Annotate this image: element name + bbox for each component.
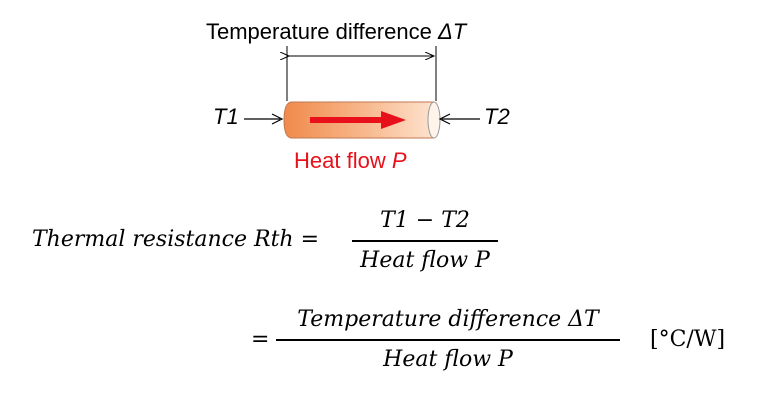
fraction-denominator: Heat flow P (383, 347, 513, 372)
fraction-temperature-difference: Temperature difference ΔT Heat flow P (276, 305, 620, 375)
heat-flow-symbol: P (391, 148, 407, 173)
fraction-temperatures: T1 − T2 Heat flow P (352, 206, 498, 276)
delta-t-symbol: ΔT (437, 19, 467, 44)
fraction-bar (276, 339, 620, 341)
t2-label: T2 (484, 104, 510, 129)
temperature-difference-label: Temperature difference ΔT (206, 19, 466, 45)
heat-flow-arrow-head (381, 111, 406, 129)
rod-end-cap (427, 101, 441, 139)
fraction-bar (352, 240, 498, 242)
fraction-numerator: T1 − T2 (380, 208, 470, 233)
unit-label: [°C/W] (650, 327, 726, 352)
t1-arrow-head (271, 113, 284, 125)
temperature-difference-text: Temperature difference (206, 19, 432, 44)
fraction-numerator: Temperature difference ΔT (297, 307, 599, 332)
heat-flow-text: Heat flow (294, 148, 386, 173)
heat-flow-label: Heat flow P (294, 148, 407, 174)
t2-arrow-head (438, 113, 451, 125)
equals-sign: = (251, 327, 270, 352)
t1-label: T1 (213, 104, 239, 129)
heat-flow-diagram (244, 46, 480, 139)
thermal-resistance-lhs: Thermal resistance Rth = (32, 227, 319, 252)
fraction-denominator: Heat flow P (360, 248, 490, 273)
